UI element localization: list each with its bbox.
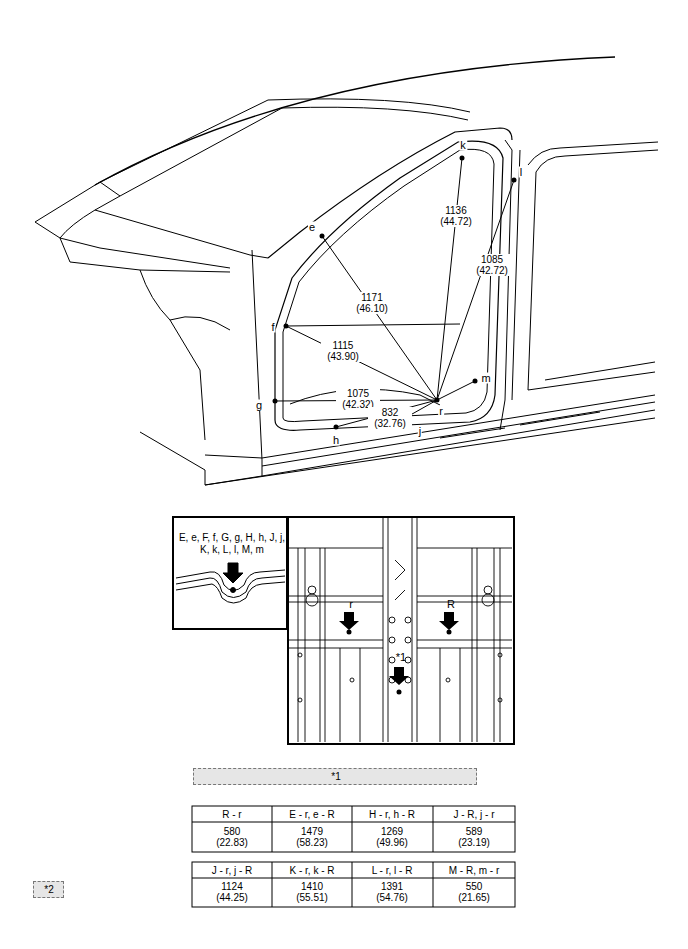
dimension-value: 1085 (42.72) <box>470 254 514 276</box>
note-band: *2 <box>33 881 64 898</box>
dimension-value: 832 (32.76) <box>368 407 412 429</box>
table-value: 589 (23.19) <box>452 826 496 848</box>
table-header: R - r <box>197 809 267 820</box>
dimension-value: 1136 (44.72) <box>434 205 478 227</box>
dimension-value: 1171 (46.10) <box>350 292 394 314</box>
point-letter: f <box>270 322 275 333</box>
point-letter: h <box>332 435 340 446</box>
point-letter: r <box>438 406 444 417</box>
table-header: K - r, k - R <box>277 865 347 876</box>
table-value: 1479 (58.23) <box>290 826 334 848</box>
point-letter: l <box>519 167 523 178</box>
node-text: R <box>447 598 455 610</box>
note-band: *1 <box>193 768 477 785</box>
table-value: 1391 (54.76) <box>370 881 414 903</box>
table-header: E - r, e - R <box>277 809 347 820</box>
point-letter: j <box>418 426 422 437</box>
dimension-value: 1115 (43.90) <box>321 340 365 362</box>
node-text: E, e, F, f, G, g, H, h, J, j, K, k, L, l… <box>178 532 286 556</box>
node-text: *2 <box>44 884 53 896</box>
point-letter: e <box>308 222 316 233</box>
table-header: H - r, h - R <box>357 809 427 820</box>
node-text: r <box>349 598 353 610</box>
point-letter: m <box>480 373 491 384</box>
table-header: M - R, m - r <box>439 865 509 876</box>
point-letter: g <box>255 400 263 411</box>
table-header: J - R, j - r <box>439 809 509 820</box>
table-header: L - r, l - R <box>357 865 427 876</box>
detail-inset-box: E, e, F, f, G, g, H, h, J, j, K, k, L, l… <box>172 516 288 630</box>
node-text: *1 <box>331 771 340 783</box>
point-letter: k <box>459 140 467 151</box>
table-value: 1269 (49.96) <box>370 826 414 848</box>
table-value: 550 (21.65) <box>452 881 496 903</box>
node-text: *1 <box>396 651 406 663</box>
table-value: 1410 (55.51) <box>290 881 334 903</box>
floor-detail-box: r R *1 <box>287 516 515 745</box>
table-value: 580 (22.83) <box>210 826 254 848</box>
table-header: J - r, j - R <box>197 865 267 876</box>
table-value: 1124 (44.25) <box>210 881 254 903</box>
